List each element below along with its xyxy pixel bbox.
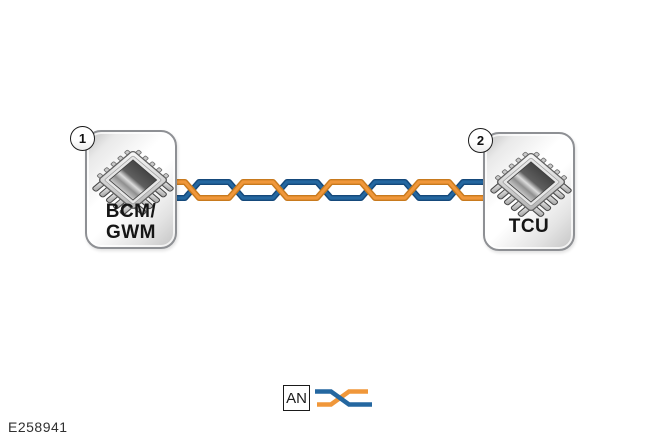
callout-badge-2: 2: [468, 128, 493, 153]
network-legend: AN: [283, 385, 376, 411]
module-label-line: BCM/: [105, 201, 157, 222]
module-tcu: TCU: [483, 132, 578, 251]
module-label-bcm-gwm: BCM/ GWM: [87, 201, 175, 243]
module-label-line: TCU: [508, 216, 550, 237]
figure-code: E258941: [8, 419, 68, 435]
module-label-tcu: TCU: [485, 216, 573, 237]
module-label-line: GWM: [105, 222, 157, 243]
microchip-icon: [484, 146, 578, 226]
twisted-pair-legend-icon: [315, 389, 372, 407]
module-bcm-gwm: BCM/ GWM: [85, 130, 180, 249]
network-type-label: AN: [283, 385, 310, 411]
callout-badge-1: 1: [70, 126, 95, 151]
